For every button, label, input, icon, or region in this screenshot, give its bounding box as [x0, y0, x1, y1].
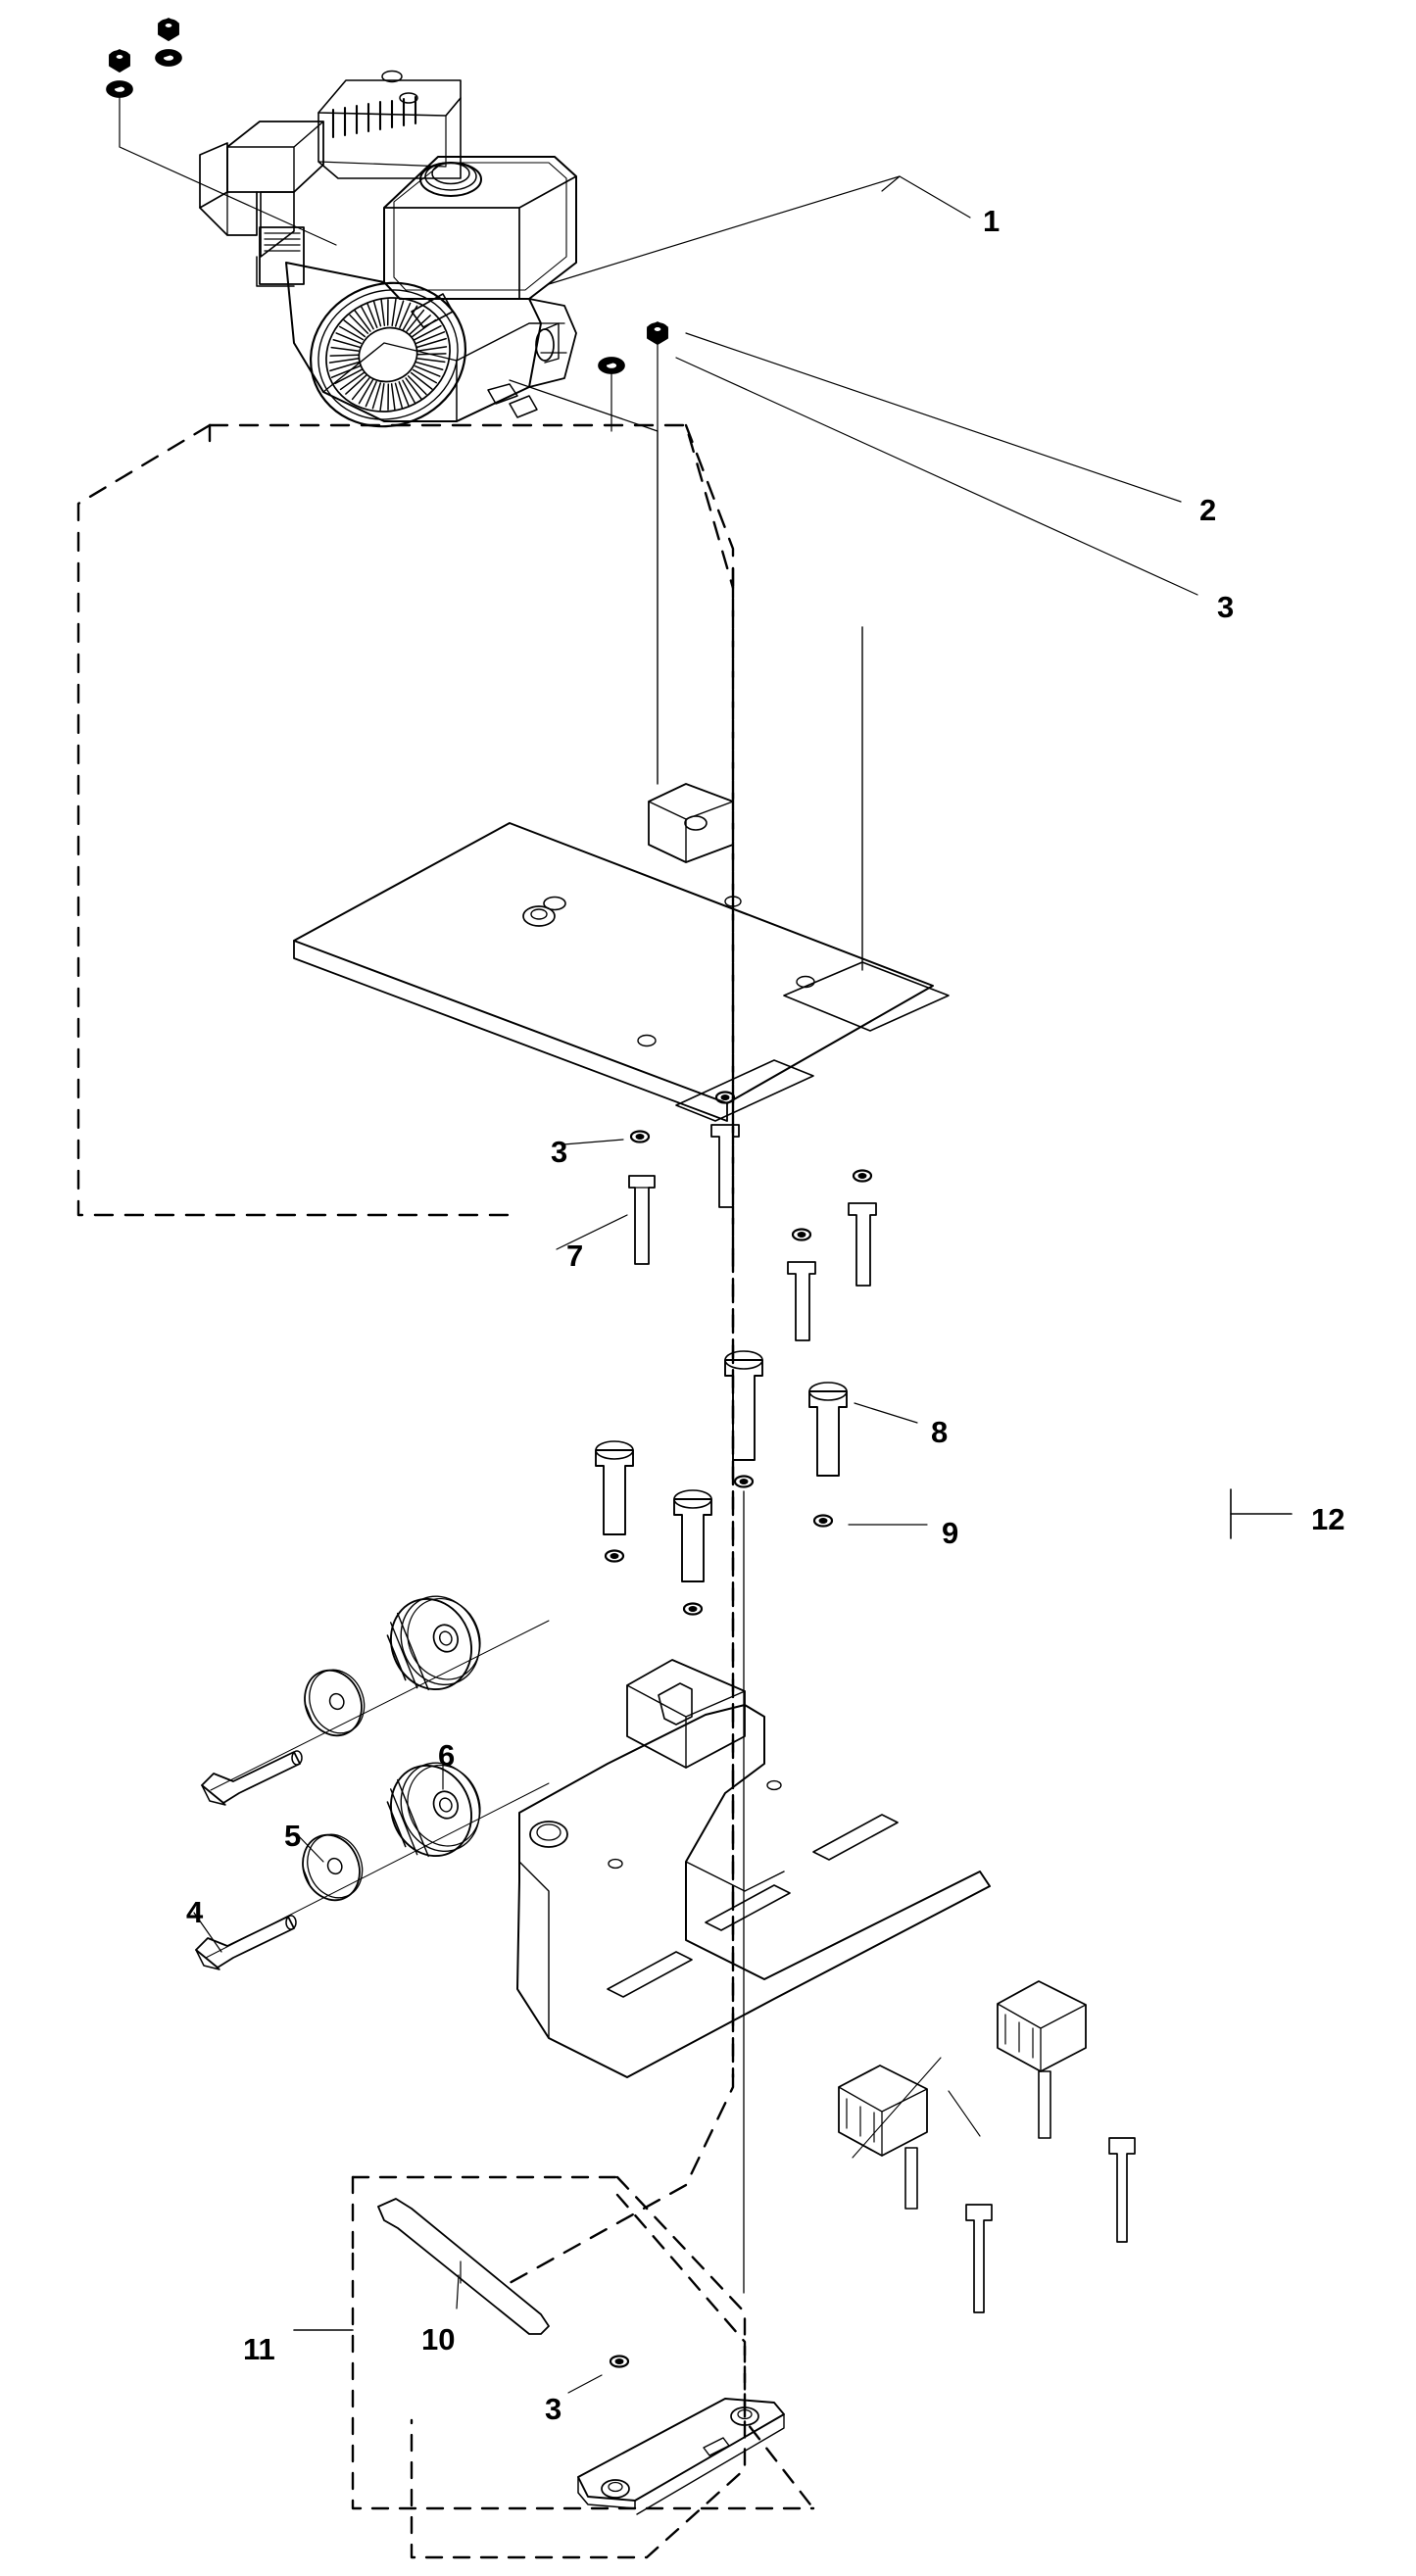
callout-12: 12: [1311, 1502, 1345, 1536]
callout-10: 10: [421, 2322, 456, 2357]
callout-3-lower: 3: [545, 2392, 562, 2426]
callout-11: 11: [243, 2332, 275, 2366]
callout-1: 1: [983, 204, 1001, 238]
callout-6: 6: [438, 1738, 456, 1773]
callout-4: 4: [186, 1895, 204, 1929]
callout-3-mid: 3: [551, 1135, 568, 1169]
callout-2: 2: [1199, 493, 1217, 527]
callout-3-upper: 3: [1217, 590, 1235, 624]
callout-7: 7: [566, 1239, 584, 1273]
callout-9: 9: [942, 1516, 959, 1550]
callout-8: 8: [931, 1415, 949, 1449]
callout-5: 5: [284, 1819, 302, 1853]
